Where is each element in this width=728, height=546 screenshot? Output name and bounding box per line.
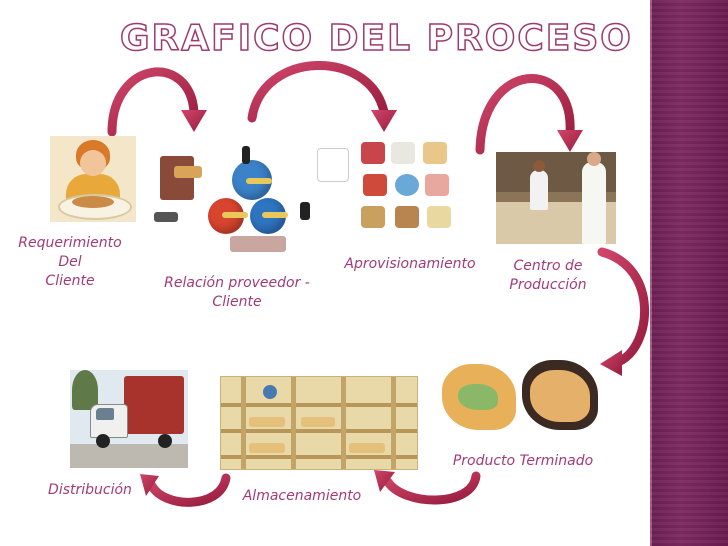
step-label-relacion: Relación proveedor - Cliente	[164, 275, 310, 310]
food-supplies-picture	[315, 140, 455, 235]
step-label-requerimiento: Requerimiento Del Cliente	[18, 235, 122, 289]
step-label-almacenamiento: Almacenamiento	[242, 488, 362, 504]
decorative-side-band	[650, 0, 728, 546]
arrowhead-relacion	[181, 110, 207, 132]
arrow-relacion-to-aprovisionamiento	[247, 61, 389, 123]
supplier-network-picture	[150, 140, 320, 258]
warehouse-shelves-picture	[220, 376, 418, 470]
step-label-produccion: Centro de Producción	[509, 258, 587, 293]
step-label-distribucion: Distribución	[48, 482, 132, 498]
arrow-almacenamiento-to-distribucion	[147, 473, 231, 507]
arrow-requerimiento-to-relacion	[107, 67, 199, 137]
arrowhead-aprovisionamiento	[371, 110, 397, 132]
arrow-aprovisionamiento-to-produccion	[475, 74, 575, 155]
customer-eating-picture	[50, 136, 136, 222]
finished-pastries-picture	[438, 358, 600, 436]
arrowhead-producto	[600, 350, 622, 376]
arrowhead-distribucion	[140, 474, 159, 496]
step-label-producto: Producto Terminado	[452, 453, 594, 469]
arrow-producto-to-almacenamiento	[383, 471, 481, 505]
delivery-truck-picture	[70, 370, 188, 468]
arrowhead-produccion	[557, 130, 583, 152]
arrow-produccion-to-producto	[597, 247, 649, 367]
step-label-aprovisionamiento: Aprovisionamiento	[344, 256, 476, 272]
bakery-production-picture	[496, 152, 616, 244]
arrowhead-almacenamiento	[374, 470, 395, 492]
